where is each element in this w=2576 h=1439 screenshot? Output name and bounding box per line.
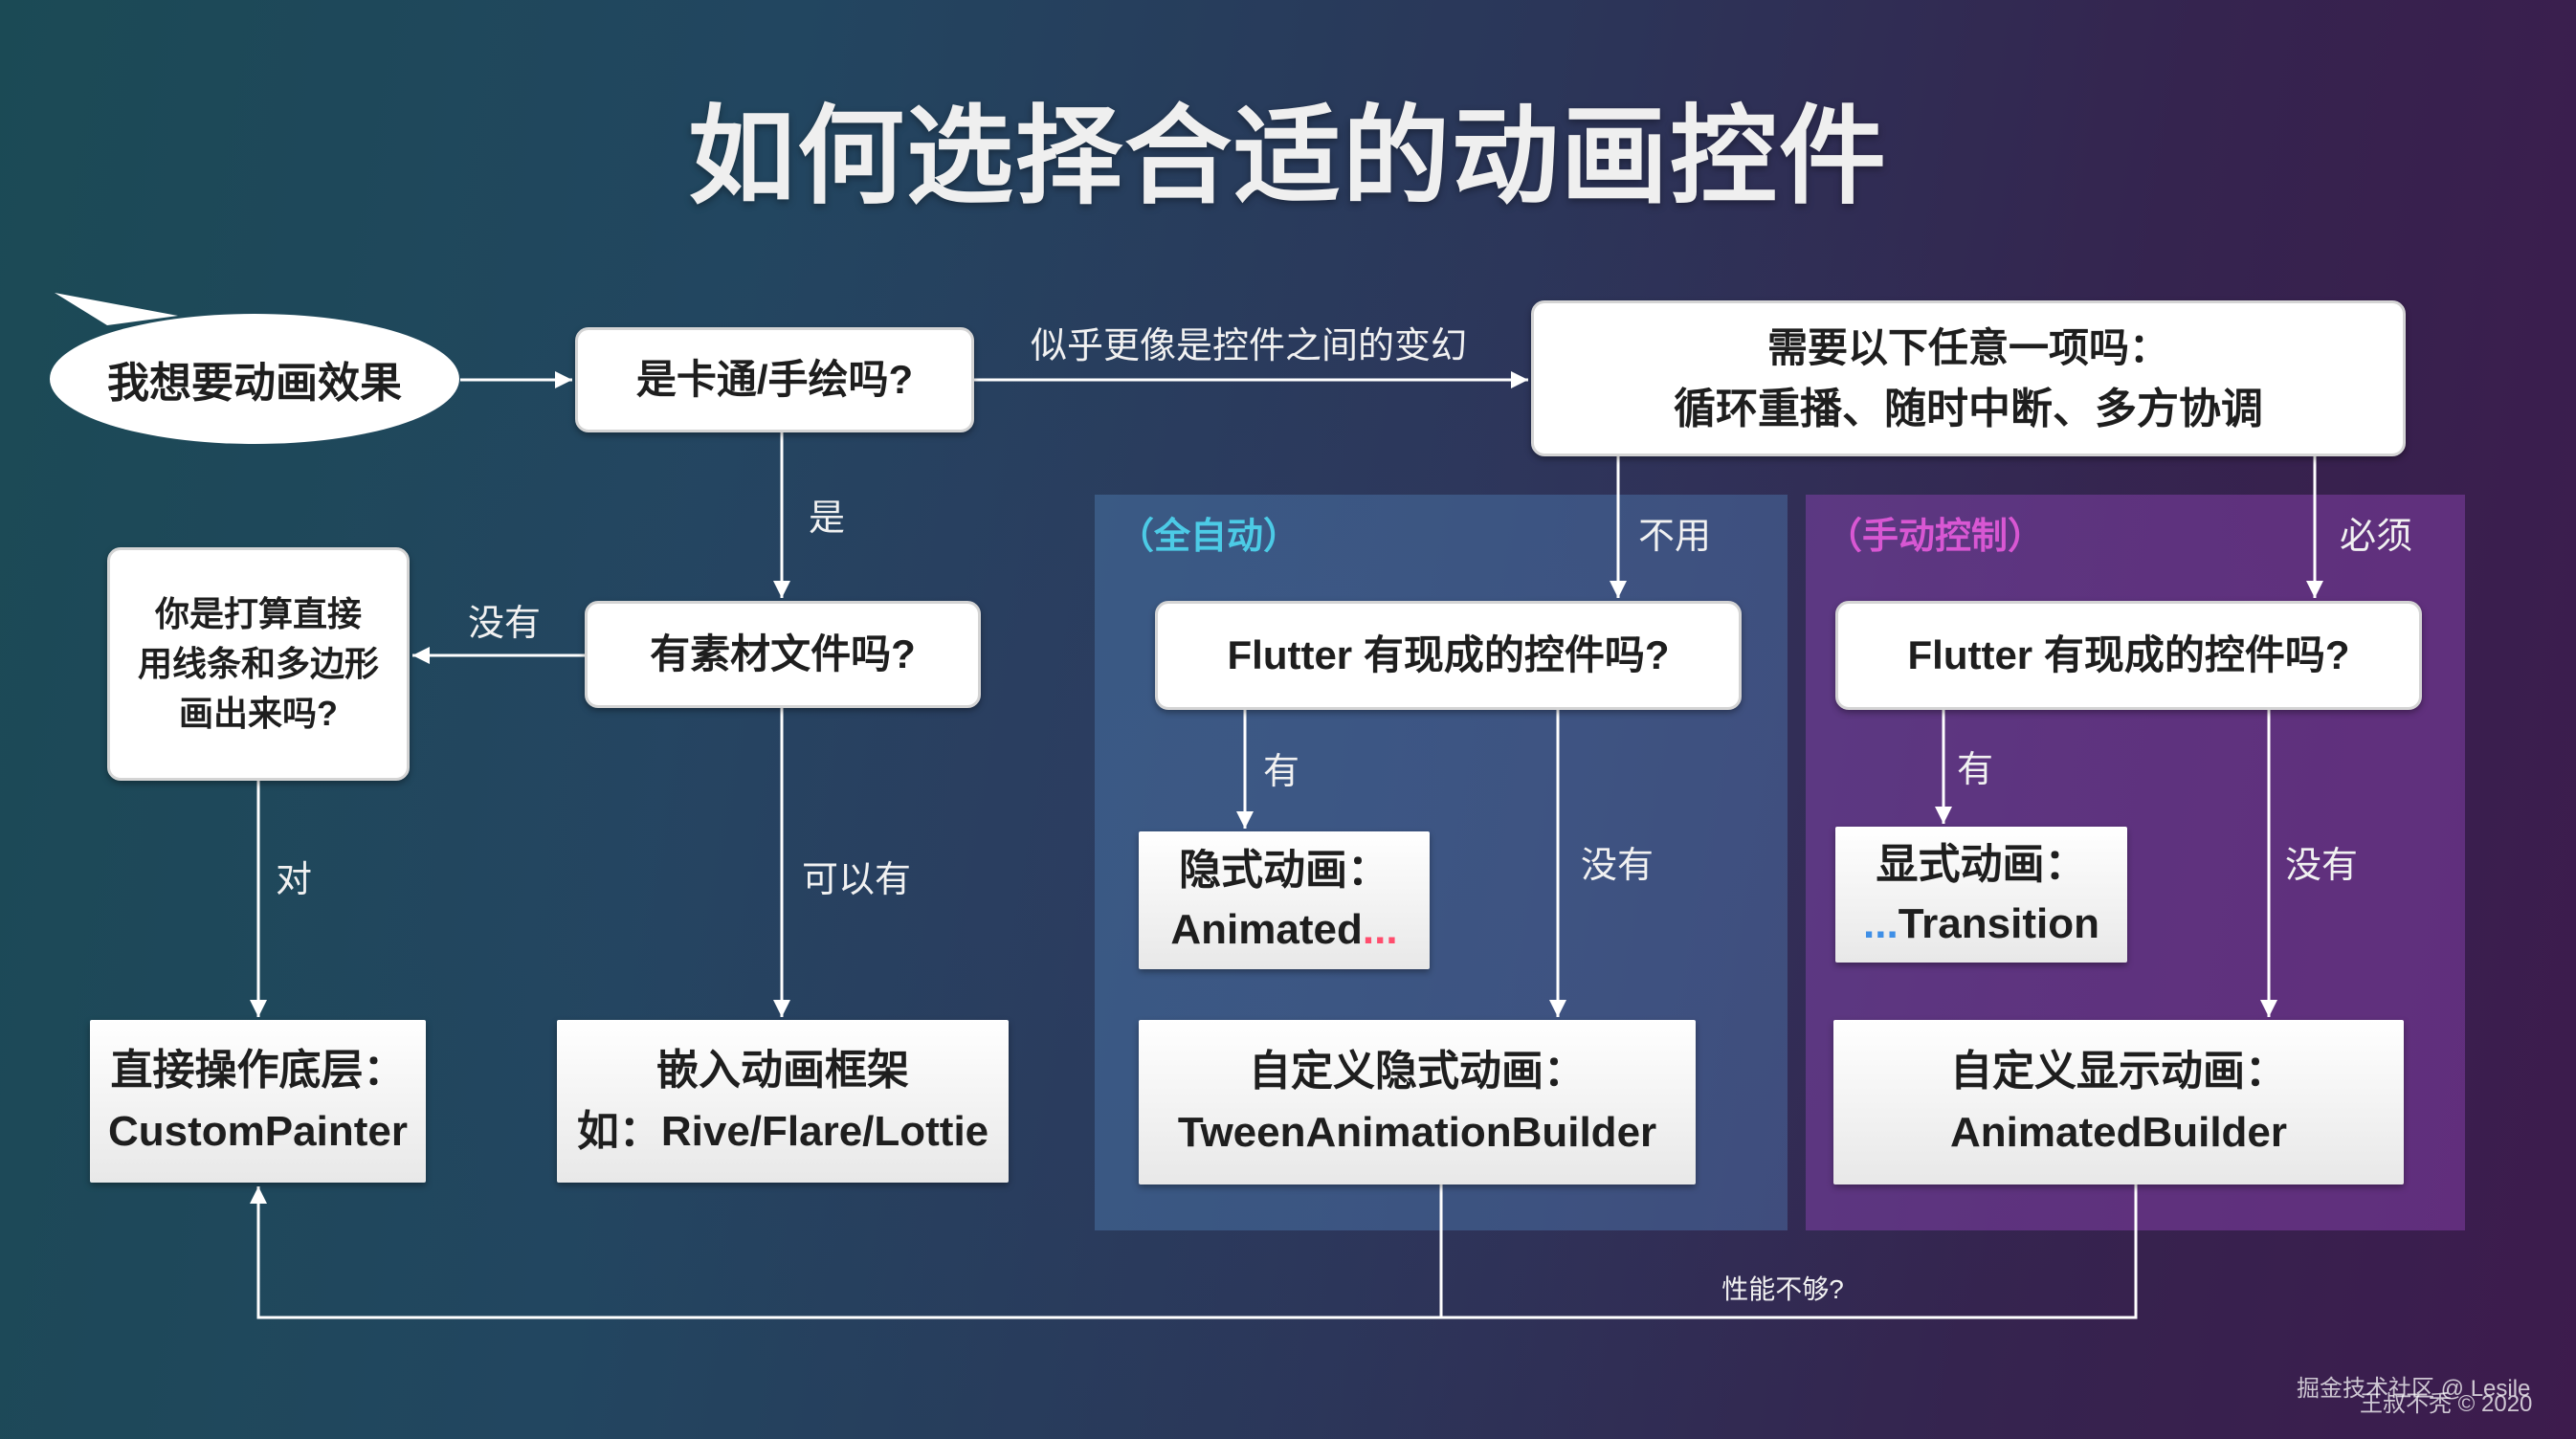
edge-label-assets-maybe: 可以有 [801,860,911,900]
result-implicit-animation: 隐式动画： Animated... [1139,831,1430,969]
edge-label-auto-none: 没有 [1580,846,1654,886]
speech-bubble-tail [55,293,178,325]
result-custom-painter-line2: CustomPainter [108,1108,408,1155]
panel-manual-label: （手动控制） [1826,517,2045,557]
result-custom-painter: 直接操作底层： CustomPainter [90,1020,426,1183]
result-embed-framework-line1: 嵌入动画框架 [656,1047,909,1094]
question-need-any: 需要以下任意一项吗： 循环重播、随时中断、多方协调 [1531,300,2406,456]
result-custom-explicit-line2: AnimatedBuilder [1949,1109,2288,1156]
result-embed-framework: 嵌入动画框架 如：Rive/Flare/Lottie [557,1020,1009,1183]
result-implicit-line1: 隐式动画： [1179,847,1389,894]
result-explicit-animation: 显式动画： ...Transition [1835,827,2127,963]
question-need-any-line2: 循环重播、随时中断、多方协调 [1674,385,2263,432]
result-custom-painter-line1: 直接操作底层： [110,1047,406,1094]
question-flutter-manual: Flutter 有现成的控件吗? [1835,601,2422,710]
result-explicit-ellipsis: ... [1863,900,1899,947]
result-custom-explicit: 自定义显示动画： AnimatedBuilder [1833,1020,2404,1184]
slide-title: 如何选择合适的动画控件 [688,97,1888,216]
question-draw-directly: 你是打算直接 用线条和多边形 画出来吗? [107,547,410,781]
result-explicit-line1: 显式动画： [1876,841,2087,888]
result-explicit-word: Transition [1898,900,2099,947]
edge-label-manual-none: 没有 [2284,846,2358,886]
question-has-assets: 有素材文件吗? [585,601,981,708]
edge-label-cartoon-yes: 是 [808,498,845,539]
result-embed-framework-line2: 如：Rive/Flare/Lottie [576,1108,989,1155]
result-custom-explicit-line1: 自定义显示动画： [1950,1048,2287,1095]
result-explicit-line2: ...Transition [1863,895,2099,954]
question-has-assets-text: 有素材文件吗? [650,631,916,676]
result-implicit-word: Animated [1170,906,1363,953]
question-is-cartoon-text: 是卡通/手绘吗? [635,357,914,402]
feedback-line-to-custompainter [250,1184,2138,1319]
watermark-platform: 掘金技术社区 @ Lesile [2297,1376,2531,1402]
edge-label-need-any-must: 必须 [2339,517,2412,557]
panel-auto-label: （全自动） [1118,517,1300,557]
result-custom-implicit-line1: 自定义隐式动画： [1249,1048,1586,1095]
question-draw-directly-line3: 画出来吗? [179,694,338,733]
edge-label-assets-no: 没有 [467,604,541,644]
result-implicit-line2: Animated... [1170,900,1397,960]
question-need-any-line1: 需要以下任意一项吗： [1766,324,2169,370]
question-draw-directly-line1: 你是打算直接 [154,594,362,633]
question-flutter-manual-text: Flutter 有现成的控件吗? [1907,632,2350,677]
start-bubble-text: 我想要动画效果 [107,360,402,407]
question-flutter-auto: Flutter 有现成的控件吗? [1155,601,1742,710]
edge-label-manual-has: 有 [1956,750,1993,790]
edge-label-cartoon-to-need-any: 似乎更像是控件之间的变幻 [1030,326,1467,366]
result-implicit-ellipsis: ... [1362,906,1398,953]
edge-label-auto-has: 有 [1262,752,1299,792]
result-custom-implicit-line2: TweenAnimationBuilder [1177,1109,1657,1156]
edge-label-need-any-no: 不用 [1637,517,1711,557]
speech-bubble [50,293,459,444]
question-draw-directly-line2: 用线条和多边形 [137,644,379,683]
edge-label-draw-yes: 对 [275,860,312,900]
watermark-author: 王叔不秃 © 2020 [2360,1391,2533,1417]
result-custom-implicit: 自定义隐式动画： TweenAnimationBuilder [1139,1020,1696,1184]
question-is-cartoon: 是卡通/手绘吗? [575,327,974,432]
speech-bubble-body [50,314,459,444]
edge-label-performance-feedback: 性能不够? [1721,1274,1844,1304]
question-flutter-auto-text: Flutter 有现成的控件吗? [1227,632,1670,677]
